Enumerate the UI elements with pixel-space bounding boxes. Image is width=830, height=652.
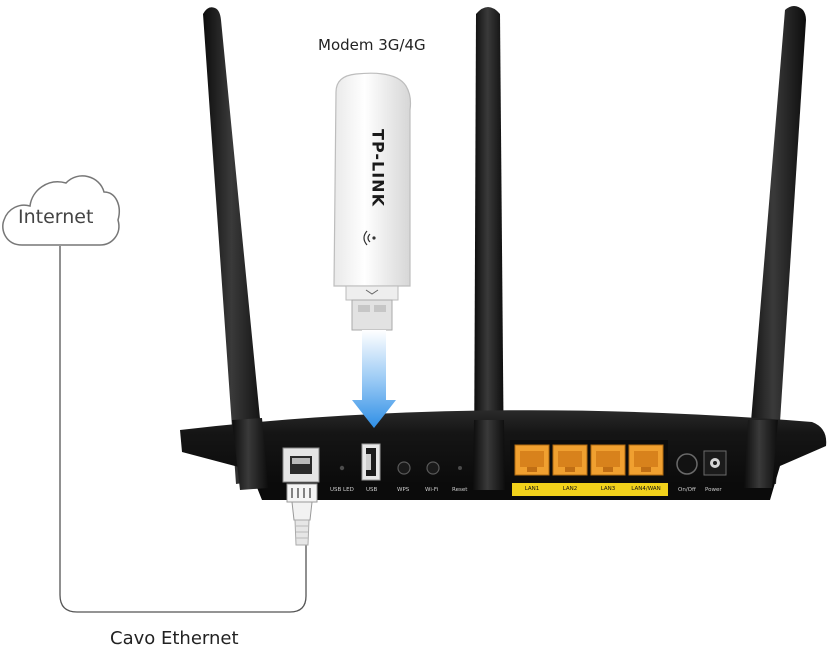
reset-pinhole[interactable]: [458, 466, 462, 470]
antenna-right: [746, 6, 806, 484]
lan1-port[interactable]: [514, 444, 550, 476]
wps-label: WPS: [397, 487, 410, 493]
lan2-port[interactable]: [552, 444, 588, 476]
lan3-label: LAN3: [600, 486, 616, 492]
ethernet-cable-line: [59, 246, 307, 613]
lan3-port[interactable]: [590, 444, 626, 476]
onoff-label: On/Off: [678, 487, 696, 493]
antenna-center: [474, 7, 504, 480]
wireless-signal-icon: [363, 230, 376, 246]
modem-label: Modem 3G/4G: [318, 36, 426, 54]
lan4wan-port[interactable]: [628, 444, 664, 476]
insert-down-arrow-icon: [352, 330, 396, 428]
usb-led: [339, 465, 345, 471]
cable-label: Cavo Ethernet: [110, 628, 239, 649]
usb-modem-dongle: [333, 72, 412, 331]
rj11-plug-icon: [286, 483, 318, 546]
lan2-label: LAN2: [562, 486, 578, 492]
power-label: Power: [705, 487, 722, 493]
usb-brand-logo: TP-LINK: [368, 129, 388, 207]
internet-label: Internet: [18, 206, 94, 228]
antenna-left-base: [232, 418, 268, 490]
usb-label: USB: [366, 487, 378, 493]
antenna-left: [203, 7, 266, 484]
wifi-button[interactable]: [426, 461, 440, 475]
lan4wan-label: LAN4/WAN: [631, 486, 661, 492]
wps-button[interactable]: [397, 461, 411, 475]
antenna-right-base: [744, 420, 778, 488]
power-switch-button[interactable]: [676, 453, 698, 475]
internet-cloud-icon: [2, 175, 120, 246]
lan1-label: LAN1: [524, 486, 540, 492]
wifi-label: Wi-Fi: [425, 487, 439, 493]
reset-label: Reset: [452, 487, 468, 493]
lan-label-strip: [512, 483, 668, 496]
antenna-center-base: [473, 420, 505, 490]
usb-led-label: USB LED: [330, 487, 354, 493]
